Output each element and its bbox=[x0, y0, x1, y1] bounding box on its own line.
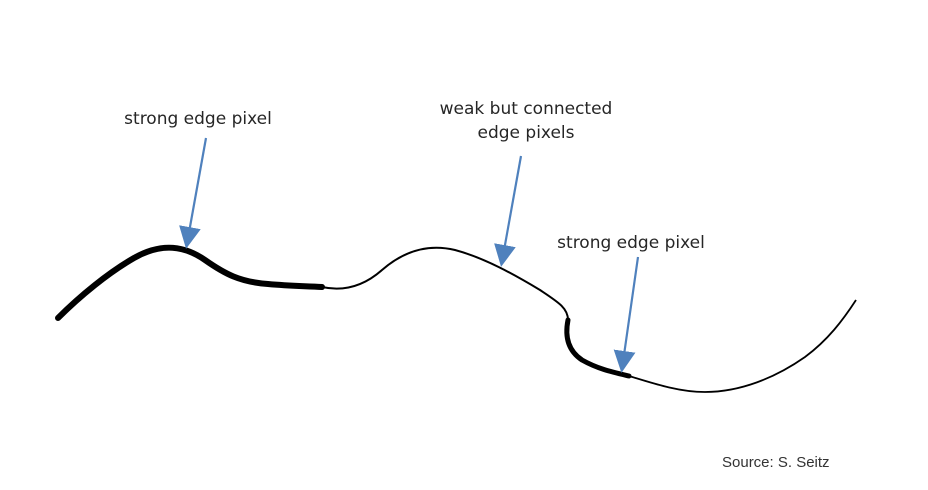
arrow-strong-left bbox=[179, 137, 208, 249]
label-strong-left: strong edge pixel bbox=[124, 109, 272, 129]
label-weak-connected: weak but connected edge pixels bbox=[421, 97, 631, 145]
arrow-weak bbox=[494, 155, 523, 267]
label-strong-right: strong edge pixel bbox=[557, 233, 705, 253]
source-credit: Source: S. Seitz bbox=[722, 454, 830, 471]
strong-edge-left bbox=[55, 244, 325, 321]
label-weak-line-2: edge pixels bbox=[477, 123, 575, 143]
weak-edge-right bbox=[628, 299, 857, 393]
arrow-strong-right bbox=[613, 256, 640, 373]
strong-edge-right bbox=[564, 317, 632, 379]
label-weak-line-1: weak but connected bbox=[439, 99, 613, 119]
weak-edge-middle bbox=[321, 246, 569, 321]
